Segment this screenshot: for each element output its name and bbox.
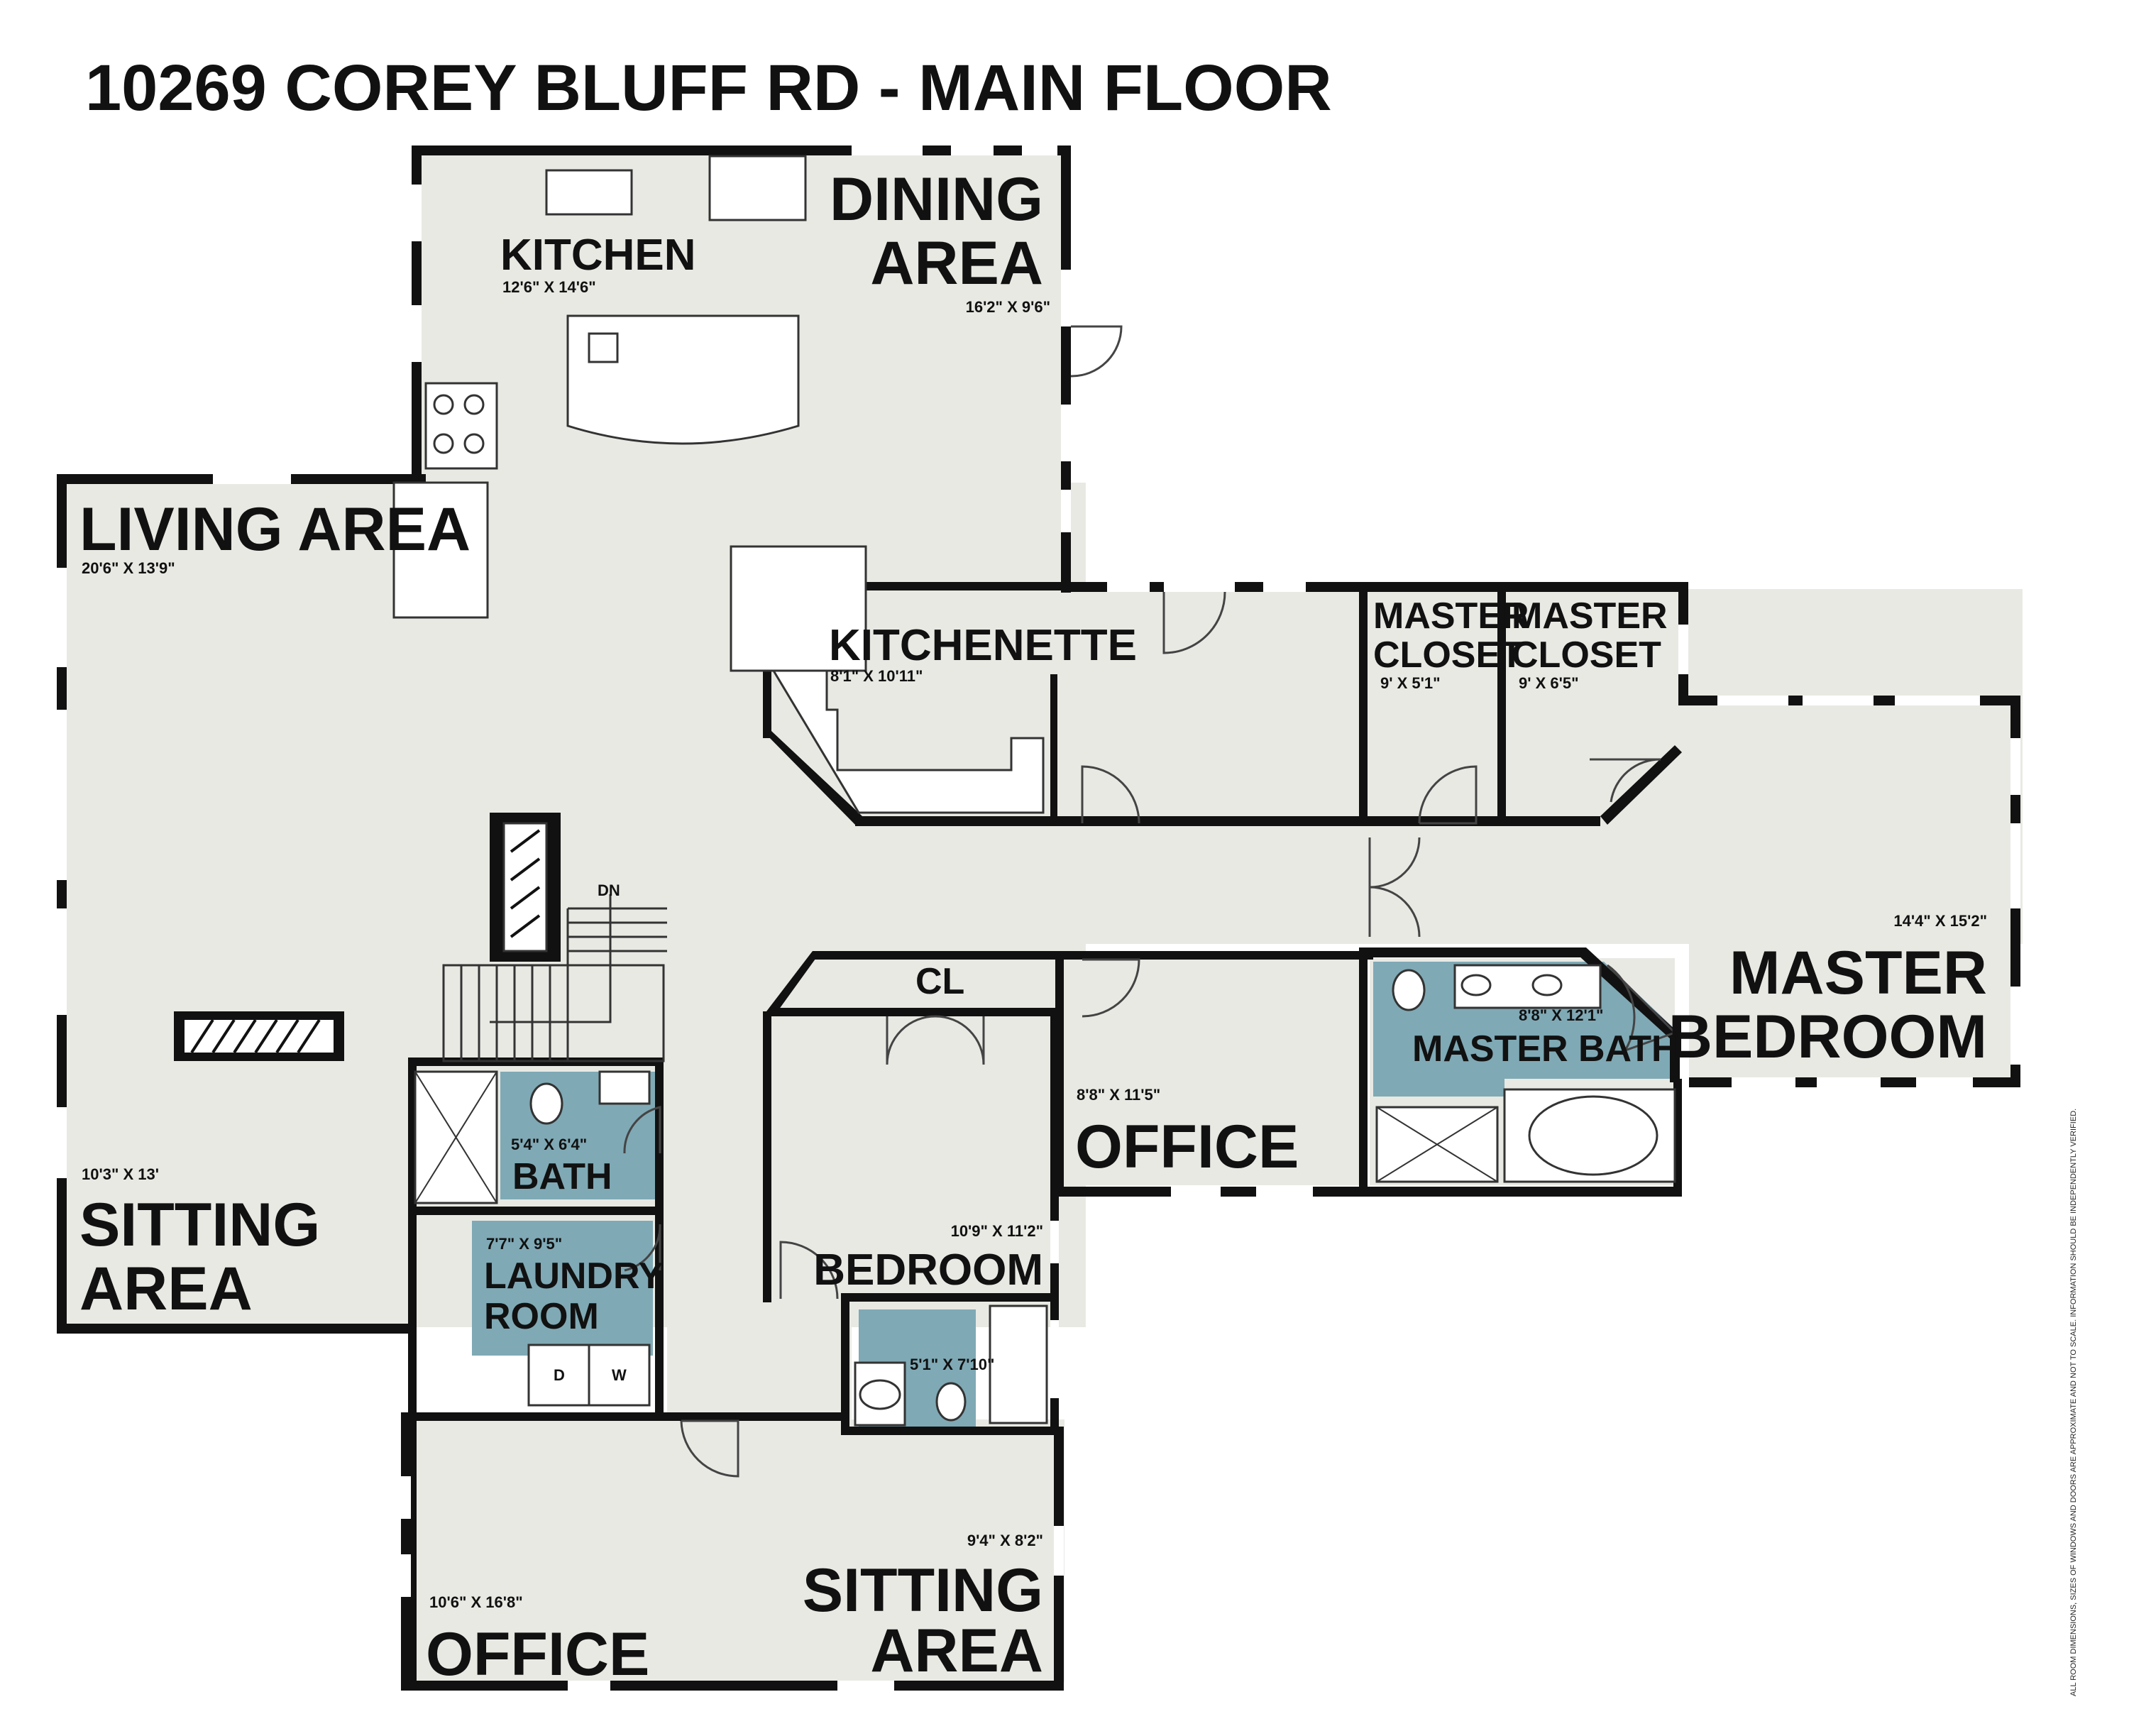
- plan-title: 10269 COREY BLUFF RD - MAIN FLOOR: [85, 52, 1332, 124]
- sitting-1-name-1: SITTING: [79, 1191, 320, 1259]
- master-closet-1-name-1: MASTER: [1373, 595, 1529, 637]
- office-2-dims: 10'6" X 16'8": [429, 1593, 523, 1611]
- master-closet-2-dims: 9' X 6'5": [1519, 674, 1579, 692]
- kitchenette-name: KITCHENETTE: [829, 621, 1137, 670]
- kitchen-dims: 12'6" X 14'6": [502, 278, 596, 296]
- master-closet-2-name-2: CLOSET: [1512, 634, 1661, 676]
- office-1-name: OFFICE: [1075, 1113, 1299, 1181]
- master-bedroom-name-2: BEDROOM: [1668, 1003, 1987, 1071]
- laundry-name-1: LAUNDRY: [484, 1256, 663, 1297]
- disclaimer-text: ALL ROOM DIMENSIONS, SIZES OF WINDOWS AN…: [2069, 1109, 2078, 1696]
- laundry-dims: 7'7" X 9'5": [486, 1235, 562, 1253]
- dining-dims: 16'2" X 9'6": [966, 298, 1050, 316]
- windows: [57, 145, 2020, 1691]
- bath-2-dims: 5'1" X 7'10": [910, 1356, 994, 1373]
- sitting-1-name-2: AREA: [79, 1255, 253, 1323]
- fixtures: [392, 155, 1676, 1427]
- master-closet-1-dims: 9' X 5'1": [1380, 674, 1441, 692]
- master-bath-dims: 8'8" X 12'1": [1519, 1006, 1603, 1024]
- master-closet-2-name-1: MASTER: [1512, 595, 1668, 637]
- kitchenette-dims: 8'1" X 10'11": [830, 667, 923, 685]
- kitchen-name: KITCHEN: [500, 231, 696, 280]
- living-dims: 20'6" X 13'9": [82, 559, 175, 577]
- dining-name-1: DINING: [830, 165, 1043, 234]
- dining-name-2: AREA: [870, 229, 1043, 297]
- bedroom-name: BEDROOM: [813, 1246, 1043, 1295]
- bath-name: BATH: [512, 1156, 612, 1197]
- sitting-2-dims: 9'4" X 8'2": [967, 1532, 1043, 1549]
- bedroom-dims: 10'9" X 11'2": [951, 1222, 1043, 1240]
- room-labels: KITCHEN 12'6" X 14'6" DINING AREA 16'2" …: [79, 165, 1987, 1688]
- office-1-dims: 8'8" X 11'5": [1077, 1086, 1160, 1104]
- dryer-label: D: [554, 1366, 565, 1384]
- washer-label: W: [612, 1366, 627, 1384]
- living-name: LIVING AREA: [79, 495, 471, 564]
- master-bath-name: MASTER BATH: [1412, 1028, 1678, 1070]
- floor-areas: [64, 153, 2023, 1682]
- laundry-name-2: ROOM: [484, 1296, 599, 1337]
- sitting-2-name-1: SITTING: [803, 1556, 1043, 1625]
- office-2-name: OFFICE: [426, 1620, 649, 1688]
- doors: [623, 325, 1677, 1478]
- hearth-hatch: [190, 829, 541, 1054]
- stair-label: DN: [598, 881, 620, 899]
- sitting-1-dims: 10'3" X 13': [82, 1165, 159, 1183]
- closet-name: CL: [915, 961, 964, 1002]
- master-bedroom-name-1: MASTER: [1729, 939, 1987, 1007]
- bath-dims: 5'4" X 6'4": [511, 1136, 587, 1153]
- master-bedroom-dims: 14'4" X 15'2": [1893, 912, 1987, 930]
- master-closet-1-name-2: CLOSET: [1373, 634, 1523, 676]
- sitting-2-name-2: AREA: [870, 1617, 1043, 1685]
